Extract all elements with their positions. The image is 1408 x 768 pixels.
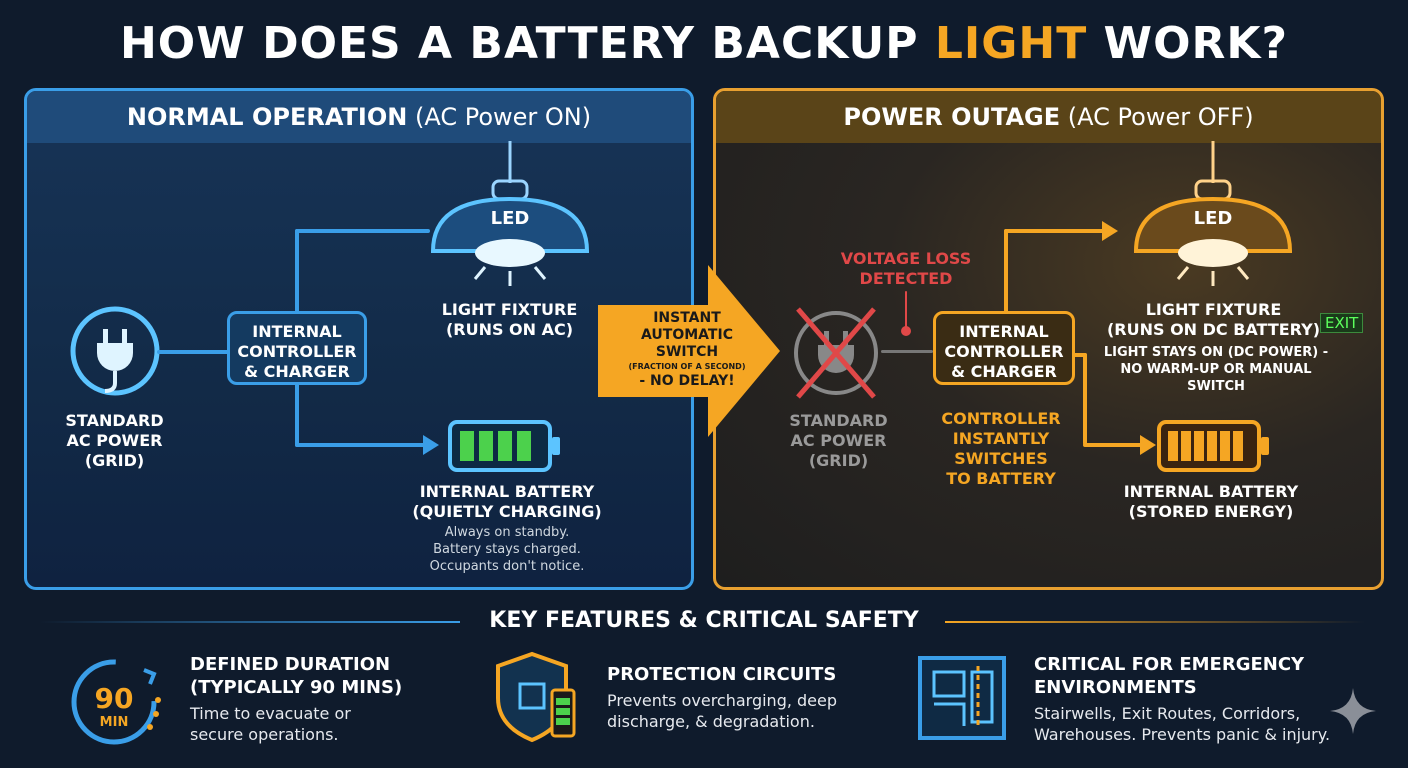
led-lamp-icon <box>430 141 590 286</box>
sparkle-icon <box>1330 688 1376 734</box>
panel-heading: POWER OUTAGE (AC Power OFF) <box>716 91 1381 143</box>
svg-text:90: 90 <box>95 682 134 715</box>
arrow-icon <box>1140 435 1156 455</box>
fixture-label: LIGHT FIXTURE(RUNS ON AC) <box>441 300 578 339</box>
panel-heading: NORMAL OPERATION (AC Power ON) <box>27 91 691 143</box>
battery-notes: Always on standby.Battery stays charged.… <box>429 525 585 574</box>
shield-chip-icon <box>496 651 576 743</box>
arrow-icon <box>423 435 439 455</box>
plug-disconnected-icon <box>794 307 878 399</box>
switch-arrow <box>598 265 780 437</box>
timer-icon: 90 MIN <box>71 659 161 745</box>
led-label: LED <box>1193 208 1233 229</box>
led-lamp-icon <box>1133 141 1293 286</box>
fixture-note: LIGHT STAYS ON (DC POWER) -NO WARM-UP OR… <box>1103 345 1329 394</box>
arrow-icon <box>1102 221 1118 241</box>
floor-plan-icon <box>918 656 1006 740</box>
battery-label: INTERNAL BATTERY(STORED ENERGY) <box>1123 482 1299 521</box>
battery-charging-icon <box>448 420 560 472</box>
plug-icon <box>70 306 160 396</box>
power-outage-panel: POWER OUTAGE (AC Power OFF) VOLTAGE LOSS… <box>713 88 1384 590</box>
led-label: LED <box>490 208 530 229</box>
battery-label: INTERNAL BATTERY(QUIETLY CHARGING) <box>412 482 602 521</box>
battery-full-icon <box>1157 420 1269 472</box>
page-title: HOW DOES A BATTERY BACKUP LIGHT WORK? <box>119 18 1288 69</box>
feature-duration: DEFINED DURATION(TYPICALLY 90 MINS)Time … <box>190 654 403 744</box>
fixture-label: LIGHT FIXTURE(RUNS ON DC BATTERY) <box>1106 300 1321 339</box>
svg-text:MIN: MIN <box>100 715 129 730</box>
exit-sign: EXIT <box>1320 313 1364 333</box>
features-heading: KEY FEATURES & CRITICAL SAFETY <box>489 608 919 633</box>
